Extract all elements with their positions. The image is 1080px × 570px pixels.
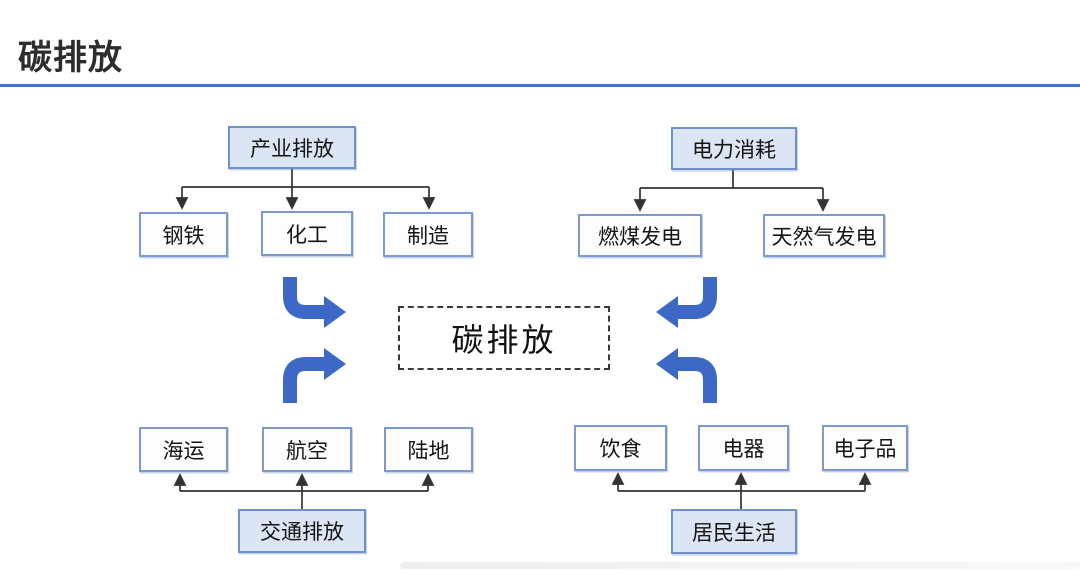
node-chemical: 化工 [261, 211, 353, 256]
node-manufacturing: 制造 [383, 212, 473, 257]
node-land-transport: 陆地 [384, 427, 473, 472]
node-appliances: 电器 [698, 425, 789, 471]
bottom-strip [400, 562, 1080, 569]
node-electronics: 电子品 [822, 425, 908, 471]
elbow-arrow-bottom-left-icon [283, 348, 346, 403]
node-industry-emissions: 产业排放 [228, 126, 356, 169]
node-coal-power: 燃煤发电 [578, 214, 702, 257]
node-sea-shipping: 海运 [139, 427, 228, 472]
node-residential-life: 居民生活 [671, 509, 797, 554]
tree-lines-industry [175, 169, 436, 210]
node-power-consumption: 电力消耗 [671, 127, 797, 170]
title-underline [0, 84, 1080, 87]
tree-lines-transport [173, 473, 435, 509]
tree-lines-residential [611, 472, 872, 509]
elbow-arrow-bottom-right-icon [656, 348, 717, 403]
node-transport-emissions: 交通排放 [238, 509, 366, 553]
page-title: 碳排放 [18, 39, 123, 77]
node-food: 饮食 [574, 425, 667, 471]
tree-lines-power [633, 170, 830, 212]
node-carbon-emissions-center: 碳排放 [398, 306, 610, 370]
elbow-arrow-top-right-icon [656, 277, 717, 328]
node-gas-power: 天然气发电 [763, 214, 885, 257]
node-steel: 钢铁 [139, 212, 228, 257]
node-aviation: 航空 [262, 427, 352, 472]
elbow-arrow-top-left-icon [283, 277, 346, 328]
